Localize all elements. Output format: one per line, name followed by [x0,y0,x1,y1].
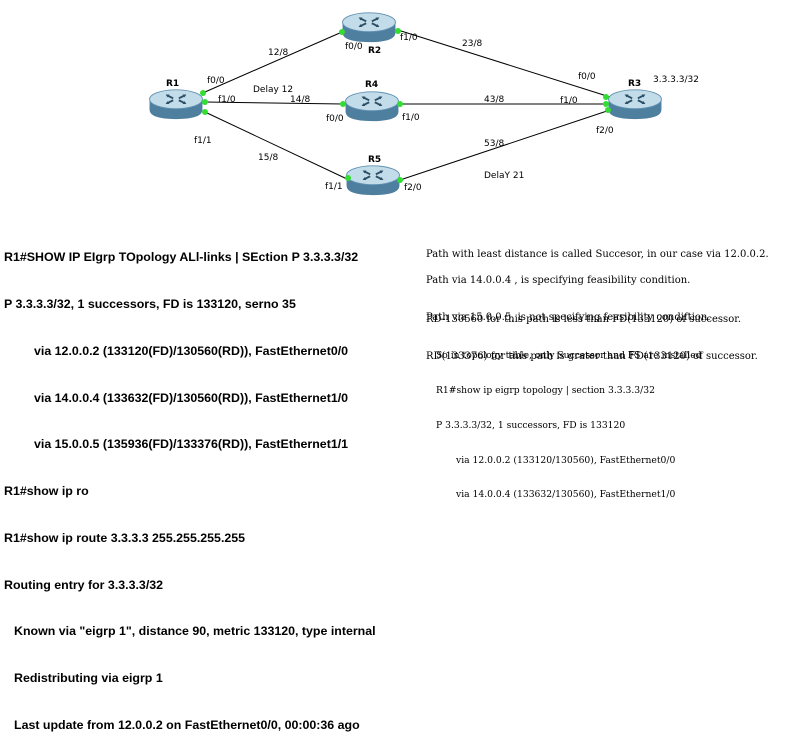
if-r3-f1-0: f1/0 [560,96,578,106]
subnet-r4-r3: 43/8 [484,95,504,105]
r3-network-label: 3.3.3.3/32 [653,75,699,85]
port-indicators [200,28,611,183]
router-icon [607,88,663,121]
cli-line: R1#SHOW IP EIgrp TOpology ALl-links | SE… [4,250,359,265]
subnet-r1-r4: 14/8 [290,95,310,105]
delay-12-annotation: Delay 12 [253,85,293,95]
topology-table-output: So in topology table, only Successor and… [436,327,702,513]
router-r3[interactable] [607,88,663,121]
if-r5-f1-1: f1/1 [325,182,343,192]
router-r3-label: R3 [628,79,641,89]
link-r1-r4 [204,101,344,105]
topology-line: via 14.0.0.4 (133632/130560), FastEthern… [456,489,676,501]
router-icon [148,88,204,121]
if-r1-f0-0: f0/0 [207,76,225,86]
subnet-r1-r5: 15/8 [258,153,278,163]
cli-line: via 14.0.0.4 (133632(FD)/130560(RD)), Fa… [34,390,349,405]
cli-line: via 15.0.0.5 (135936(FD)/133376(RD)), Fa… [34,437,349,452]
topology-line: So in topology table, only Successor and… [436,350,702,362]
router-icon [341,11,397,44]
cli-line: Redistributing via eigrp 1 [14,671,163,686]
topology-line: via 12.0.0.2 (133120/130560), FastEthern… [456,454,676,466]
if-r2-f0-0: f0/0 [345,42,363,52]
explanation-not-feasible: Path via 15.0.0.5, is not specifying fea… [426,285,758,376]
link-r5-r3 [399,109,611,181]
router-r2[interactable] [341,11,397,44]
explanation-line: Path with least distance is called Succe… [426,249,769,260]
cli-output: R1#SHOW IP EIgrp TOpology ALl-links | SE… [4,219,424,749]
router-icon [345,164,401,197]
if-r4-f1-0: f1/0 [402,113,420,123]
if-r1-f1-1: f1/1 [194,136,212,146]
cli-line: R1#show ip route 3.3.3.3 255.255.255.255 [4,530,246,545]
explanation-successor: Path with least distance is called Succe… [426,222,769,274]
cli-line: P 3.3.3.3/32, 1 successors, FD is 133120… [4,296,296,311]
subnet-r5-r3: 53/8 [484,139,504,149]
cli-line: R1#show ip ro [4,484,89,499]
router-r1-label: R1 [166,79,179,89]
router-r4[interactable] [344,90,400,123]
cli-line: Routing entry for 3.3.3.3/32 [4,577,164,592]
if-r3-f0-0: f0/0 [578,72,596,82]
router-r4-label: R4 [365,80,378,90]
router-icon [344,90,400,123]
explanation-line: RD(133376) for this path is grater than … [426,351,758,362]
subnet-r1-r2: 12/8 [268,48,288,58]
cli-line: via 12.0.0.2 (133120(FD)/130560(RD)), Fa… [34,343,349,358]
link-r2-r3 [397,29,611,98]
router-r2-label: R2 [368,46,381,56]
links [204,29,611,181]
router-r5-label: R5 [368,155,381,165]
delay-21-annotation: DelaY 21 [484,171,524,181]
explanation-feasible-successor: Path via 14.0.0.4 , is specifying feasib… [426,248,741,339]
cli-line: Last update from 12.0.0.2 on FastEtherne… [14,718,360,732]
if-r1-f1-0: f1/0 [218,95,236,105]
explanation-line: RD-130560 for this path is less than FD(… [426,314,742,325]
if-r2-f1-0: f1/0 [400,33,418,43]
topology-line: R1#show ip eigrp topology | section 3.3.… [436,384,655,396]
explanation-line: Path via 15.0.0.5, is not specifying fea… [426,312,711,323]
cli-line: Known via "eigrp 1", distance 90, metric… [14,624,376,639]
if-r4-f0-0: f0/0 [326,114,344,124]
if-r5-f2-0: f2/0 [404,183,422,193]
topology-line: P 3.3.3.3/32, 1 successors, FD is 133120 [436,419,626,431]
if-r3-f2-0: f2/0 [596,126,614,136]
link-r1-r2 [204,31,343,93]
router-r1[interactable] [148,88,204,121]
router-r5[interactable] [345,164,401,197]
explanation-line: Path via 14.0.0.4 , is specifying feasib… [426,275,691,286]
subnet-r2-r3: 23/8 [462,39,482,49]
link-r1-r5 [204,111,348,180]
network-topology: R1 R2 R3 R4 R5 3.3.3.3/32 12/8 23/8 14/8… [148,11,699,197]
